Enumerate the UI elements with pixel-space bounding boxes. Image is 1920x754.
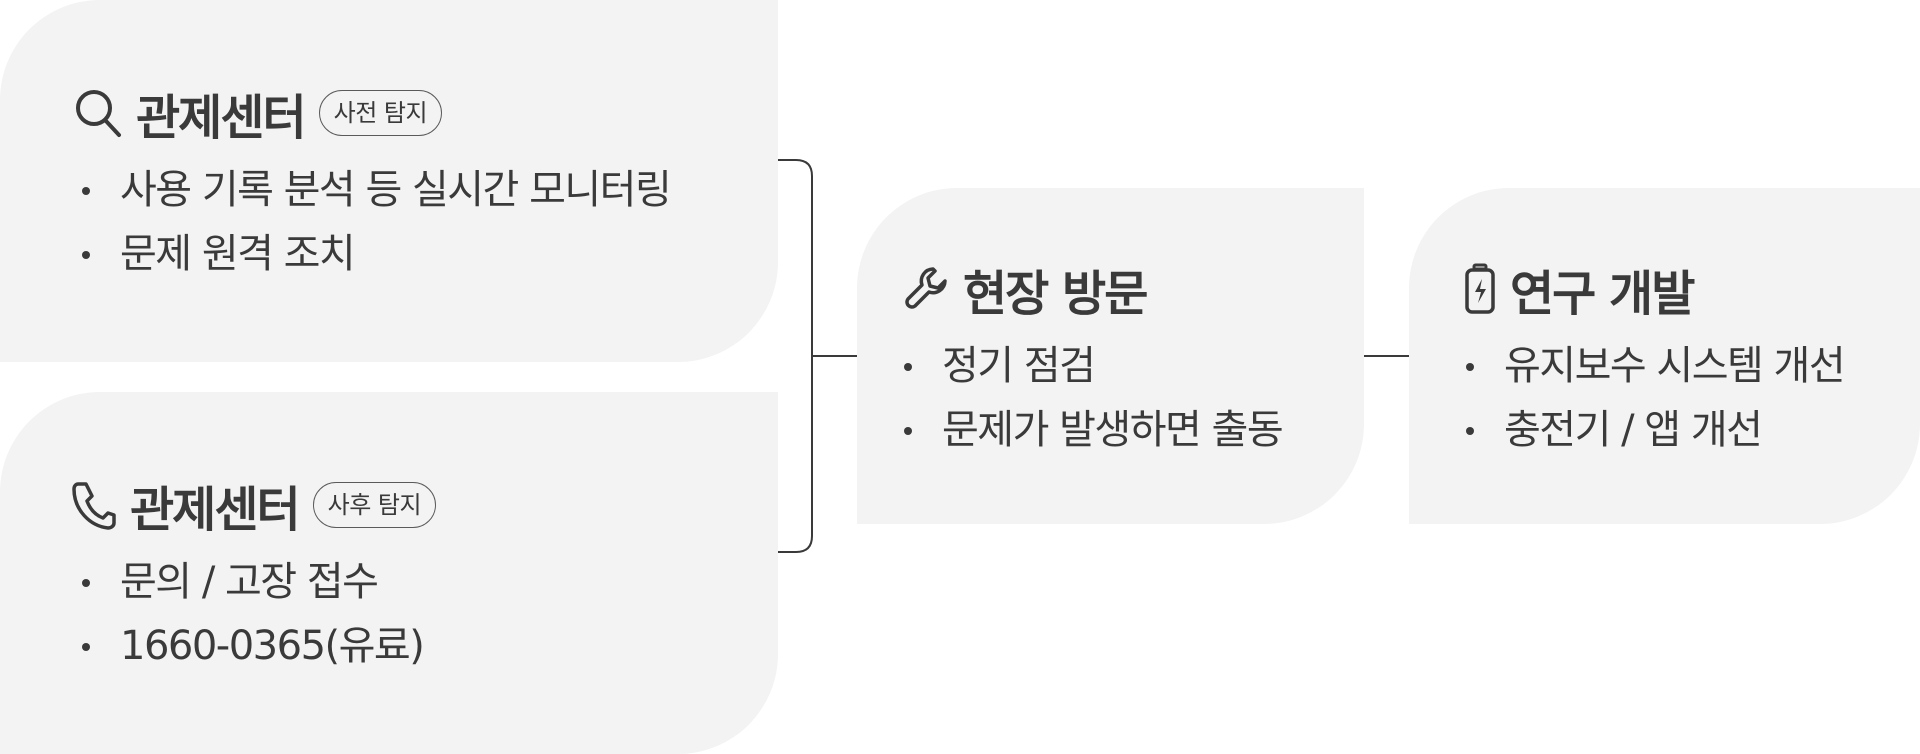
monitoring-center-header: 관제센터 사전 탐지 — [74, 78, 443, 148]
list-item: 유지보수 시스템 개선 — [1462, 334, 1846, 398]
battery-charging-icon — [1464, 263, 1496, 315]
wrench-icon — [903, 265, 949, 313]
monitoring-center-title: 관제센터 — [136, 90, 307, 146]
bullet — [904, 363, 912, 371]
rnd-card — [1409, 188, 1920, 524]
bullet — [82, 251, 90, 259]
bullet — [1466, 363, 1474, 371]
rnd-title: 연구 개발 — [1510, 266, 1695, 322]
list-item: 문제가 발생하면 출동 — [900, 398, 1284, 462]
list-item: 정기 점검 — [900, 334, 1282, 398]
bullet — [1466, 427, 1474, 435]
monitoring-center-list: 사용 기록 분석 등 실시간 모니터링 문제 원격 조치 — [78, 158, 672, 286]
bracket-connector — [778, 159, 813, 553]
list-item: 문제 원격 조치 — [78, 222, 670, 286]
field-visit-header: 현장 방문 — [903, 254, 1148, 324]
support-center-list: 문의 / 고장 접수 1660-0365(유료) — [78, 550, 425, 678]
bullet — [82, 643, 90, 651]
rnd-header: 연구 개발 — [1464, 254, 1695, 324]
phone-icon — [72, 480, 116, 530]
list-item: 문의 / 고장 접수 — [78, 550, 423, 614]
rnd-list: 유지보수 시스템 개선 충전기 / 앱 개선 — [1462, 334, 1846, 462]
support-center-card — [0, 392, 778, 754]
support-center-header: 관제센터 사후 탐지 — [72, 470, 437, 540]
bullet — [82, 579, 90, 587]
list-item: 1660-0365(유료) — [78, 614, 425, 678]
pre-detection-badge: 사전 탐지 — [318, 90, 443, 136]
field-visit-title: 현장 방문 — [963, 266, 1148, 322]
post-detection-badge: 사후 탐지 — [312, 482, 437, 528]
search-icon — [74, 87, 122, 139]
bullet — [82, 187, 90, 195]
field-visit-list: 정기 점검 문제가 발생하면 출동 — [900, 334, 1284, 462]
bullet — [904, 427, 912, 435]
field-visit-card — [857, 188, 1364, 524]
list-item: 충전기 / 앱 개선 — [1462, 398, 1844, 462]
list-item: 사용 기록 분석 등 실시간 모니터링 — [78, 158, 672, 222]
monitoring-center-card — [0, 0, 778, 362]
support-center-title: 관제센터 — [130, 482, 301, 538]
